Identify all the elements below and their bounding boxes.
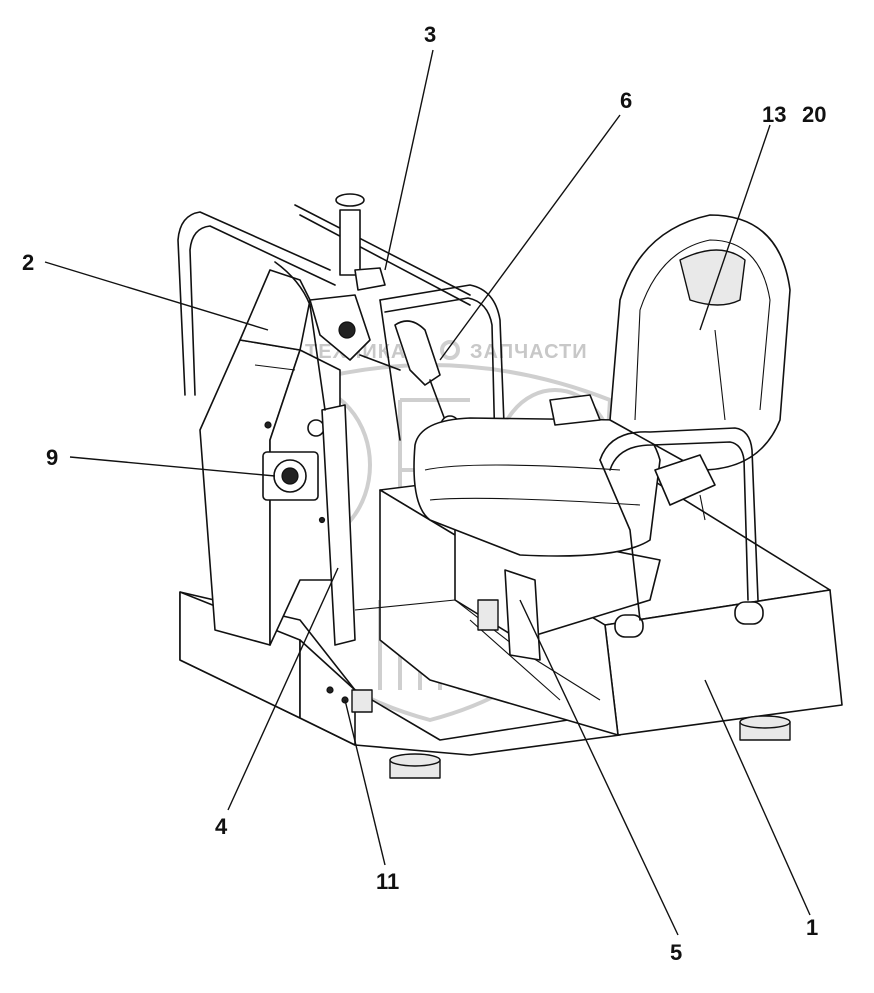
seat-post-5 — [504, 569, 541, 661]
bolt — [326, 686, 334, 694]
lever-knob-icon — [338, 321, 356, 339]
rail-left-post — [379, 299, 401, 441]
rail-right-upper — [379, 284, 506, 451]
rail-right-upper-inner — [384, 297, 496, 451]
callout-20: 20 — [802, 102, 826, 127]
callout-11: 11 — [376, 869, 399, 894]
seat-seam — [429, 497, 641, 506]
mount-ring — [614, 614, 644, 638]
panel-line — [254, 364, 296, 371]
control-tower-top — [239, 269, 311, 351]
rollbar-left — [177, 211, 331, 396]
seat-back-seam — [714, 329, 726, 421]
lever-bracket — [354, 267, 386, 291]
armrest-rail-inner — [609, 441, 749, 601]
joystick-shaft — [429, 379, 446, 421]
callout-9: 9 — [46, 445, 58, 470]
seat-cushion — [413, 417, 661, 557]
switch-9 — [262, 451, 319, 501]
seat-back-seam — [634, 239, 771, 421]
watermark-text-right: ЗАПЧАСТИ — [470, 341, 588, 363]
callout-5: 5 — [670, 940, 682, 965]
callout-labels: 3 6 13 20 2 9 4 11 5 1 — [22, 22, 826, 965]
seat-belt-buckle — [654, 454, 716, 506]
seat-buckle — [549, 394, 601, 426]
armrest-rail — [599, 427, 759, 601]
leader-1 — [704, 679, 811, 916]
leader-11 — [344, 699, 386, 866]
callout-6: 6 — [620, 88, 632, 113]
headrest-panel — [679, 249, 746, 306]
lever-post — [339, 209, 361, 276]
leader-6 — [439, 114, 621, 361]
lever-bar-lower — [299, 214, 471, 306]
foot-top — [389, 753, 441, 767]
leader-2 — [44, 261, 269, 331]
callout-4: 4 — [215, 814, 228, 839]
body-inner-edge — [469, 619, 561, 701]
bolt — [264, 421, 272, 429]
callout-13: 13 — [762, 102, 786, 127]
leader-13 — [699, 124, 771, 331]
leader-3 — [384, 49, 434, 271]
seat-base-block — [477, 599, 499, 631]
switch-knob-icon — [281, 467, 299, 485]
leader-9 — [69, 456, 276, 477]
lever-cap — [335, 193, 365, 207]
machine-drawing — [177, 193, 843, 779]
watermark-gear-icon — [440, 340, 460, 360]
callout-1: 1 — [806, 915, 818, 940]
callout-2: 2 — [22, 250, 34, 275]
mount-rings — [614, 601, 764, 638]
knob — [307, 419, 325, 437]
seat-seam — [424, 464, 621, 471]
lever-bar — [294, 204, 471, 296]
callout-3: 3 — [424, 22, 436, 47]
armrest-post — [599, 459, 641, 621]
rollbar-left-inner — [189, 225, 336, 396]
foot-top — [739, 715, 791, 729]
feet — [351, 689, 791, 779]
foot — [351, 689, 373, 713]
leader-5 — [519, 599, 679, 936]
leader-lines — [44, 49, 811, 936]
panel-strip-4 — [321, 404, 356, 646]
rollbar-left-arm — [274, 261, 326, 411]
mount-ring — [734, 601, 764, 625]
leader-4 — [227, 567, 339, 811]
bolt — [318, 516, 326, 524]
seat-belt-strap — [699, 494, 706, 521]
lever-link — [359, 354, 401, 371]
